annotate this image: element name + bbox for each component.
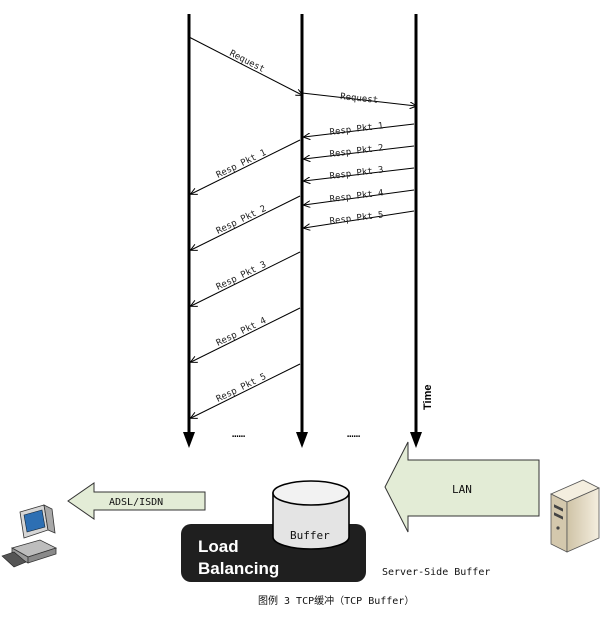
resp-label: Resp Pkt 3 bbox=[215, 260, 268, 293]
request-label: Request bbox=[228, 49, 266, 75]
resp-arrow-server-to-lb-2: Resp Pkt 2 bbox=[304, 143, 415, 160]
resp-label: Resp Pkt 3 bbox=[329, 165, 384, 182]
request-arrow-client-to-lb: Request bbox=[188, 36, 302, 95]
resp-label: Resp Pkt 1 bbox=[215, 148, 268, 181]
resp-label: Resp Pkt 4 bbox=[215, 316, 268, 349]
resp-label: Resp Pkt 2 bbox=[215, 204, 268, 237]
time-label: Time bbox=[422, 385, 434, 410]
lifeline-load-balancer bbox=[296, 14, 308, 448]
adsl-label: ADSL/ISDN bbox=[109, 497, 163, 508]
resp-arrow-server-to-lb-4: Resp Pkt 4 bbox=[304, 188, 415, 205]
request-label: Request bbox=[340, 92, 379, 106]
figure-caption: 图例 3 TCP缓冲（TCP Buffer） bbox=[258, 594, 414, 607]
buffer-label: Buffer bbox=[290, 529, 330, 542]
lan-block-arrow: LAN bbox=[384, 441, 540, 533]
resp-arrow-lb-to-client-3: Resp Pkt 3 bbox=[191, 251, 301, 306]
resp-label: Resp Pkt 2 bbox=[329, 143, 384, 160]
buffer-cylinder: Buffer bbox=[272, 480, 350, 550]
resp-label: Resp Pkt 1 bbox=[329, 121, 384, 138]
load-balancing-line2: Balancing bbox=[198, 559, 279, 578]
ellipsis-right: …… bbox=[347, 427, 361, 440]
lan-label: LAN bbox=[452, 483, 472, 496]
lifeline-server bbox=[410, 14, 422, 448]
resp-arrow-server-to-lb-5: Resp Pkt 5 bbox=[304, 210, 415, 228]
request-arrow-lb-to-server: Request bbox=[301, 92, 416, 106]
resp-arrow-server-to-lb-1: Resp Pkt 1 bbox=[304, 121, 415, 138]
resp-label: Resp Pkt 5 bbox=[215, 372, 268, 405]
resp-label: Resp Pkt 4 bbox=[329, 188, 384, 205]
server-icon bbox=[550, 479, 600, 553]
resp-arrow-lb-to-client-2: Resp Pkt 2 bbox=[191, 195, 301, 250]
resp-arrow-lb-to-client-5: Resp Pkt 5 bbox=[191, 363, 301, 418]
resp-label: Resp Pkt 5 bbox=[329, 210, 384, 227]
server-side-buffer-label: Server-Side Buffer bbox=[382, 567, 490, 578]
ellipsis-left: …… bbox=[232, 427, 246, 440]
load-balancing-line1: Load bbox=[198, 537, 239, 556]
adsl-block-arrow: ADSL/ISDN bbox=[67, 482, 206, 520]
resp-arrow-server-to-lb-3: Resp Pkt 3 bbox=[304, 165, 415, 182]
resp-arrow-lb-to-client-4: Resp Pkt 4 bbox=[191, 307, 301, 362]
lifeline-client bbox=[183, 14, 195, 448]
desktop-computer-icon bbox=[1, 504, 58, 568]
resp-arrow-lb-to-client-1: Resp Pkt 1 bbox=[191, 139, 301, 194]
